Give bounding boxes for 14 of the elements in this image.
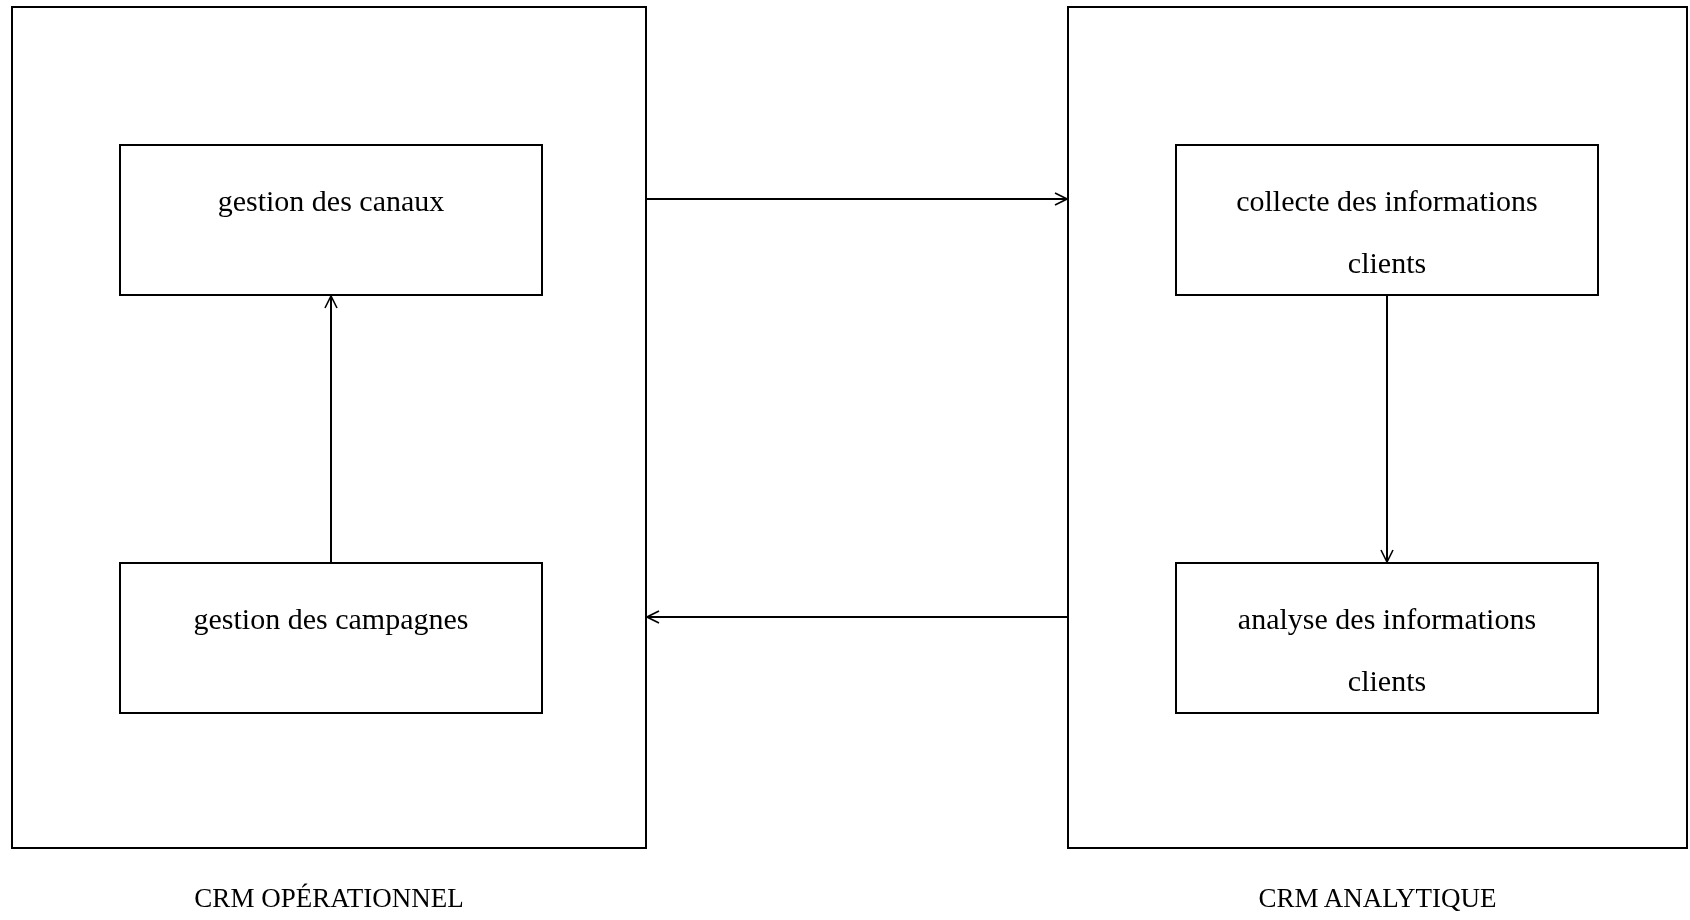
box-label: gestion des campagnes (192, 601, 470, 637)
arrow (646, 610, 1068, 624)
process-box (1175, 562, 1599, 714)
panel-caption: CRM OPÉRATIONNEL (194, 883, 464, 914)
arrow (324, 295, 338, 563)
process-box (119, 562, 543, 714)
arrow (646, 192, 1068, 206)
box-label: analyse des informations clients (1236, 601, 1538, 699)
process-box (119, 144, 543, 296)
box-label: collecte des informations clients (1235, 183, 1539, 281)
process-box (1175, 144, 1599, 296)
arrow (1380, 295, 1394, 563)
box-label: gestion des canaux (216, 183, 446, 219)
panel-caption: CRM ANALYTIQUE (1258, 883, 1497, 914)
